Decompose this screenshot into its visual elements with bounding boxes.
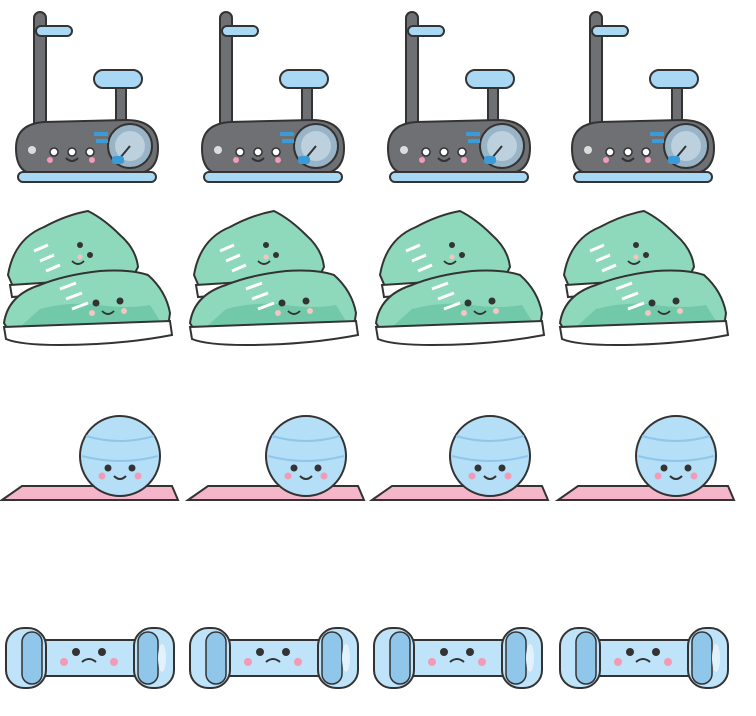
exercise-bike-icon (200, 11, 346, 183)
exercise-bike-row (0, 8, 756, 188)
dumbbell-sticker (2, 622, 178, 694)
exercise-bike-sticker (200, 8, 346, 188)
exercise-ball-row (0, 412, 756, 512)
sneakers-icon (2, 209, 174, 347)
exercise-ball-on-mat-icon (554, 415, 736, 501)
dumbbell-sticker (186, 622, 362, 694)
sneakers-icon (188, 209, 360, 347)
dumbbell-icon (5, 627, 175, 689)
exercise-ball-sticker (184, 412, 366, 512)
exercise-ball-on-mat-icon (0, 415, 180, 501)
exercise-ball-sticker (368, 412, 550, 512)
sneakers-row (0, 205, 756, 350)
dumbbell-icon (189, 627, 359, 689)
dumbbell-icon (373, 627, 543, 689)
sneakers-sticker (0, 205, 176, 350)
sneakers-sticker (372, 205, 548, 350)
exercise-bike-icon (570, 11, 716, 183)
exercise-bike-sticker (386, 8, 532, 188)
exercise-bike-icon (386, 11, 532, 183)
sneakers-sticker (556, 205, 732, 350)
exercise-bike-sticker (14, 8, 160, 188)
dumbbell-row (0, 622, 756, 702)
exercise-bike-icon (14, 11, 160, 183)
exercise-ball-on-mat-icon (184, 415, 366, 501)
exercise-ball-on-mat-icon (368, 415, 550, 501)
dumbbell-sticker (556, 622, 732, 694)
exercise-ball-sticker (0, 412, 180, 512)
exercise-ball-sticker (554, 412, 736, 512)
sneakers-icon (558, 209, 730, 347)
exercise-bike-sticker (570, 8, 716, 188)
dumbbell-icon (559, 627, 729, 689)
sneakers-sticker (186, 205, 362, 350)
dumbbell-sticker (370, 622, 546, 694)
sneakers-icon (374, 209, 546, 347)
